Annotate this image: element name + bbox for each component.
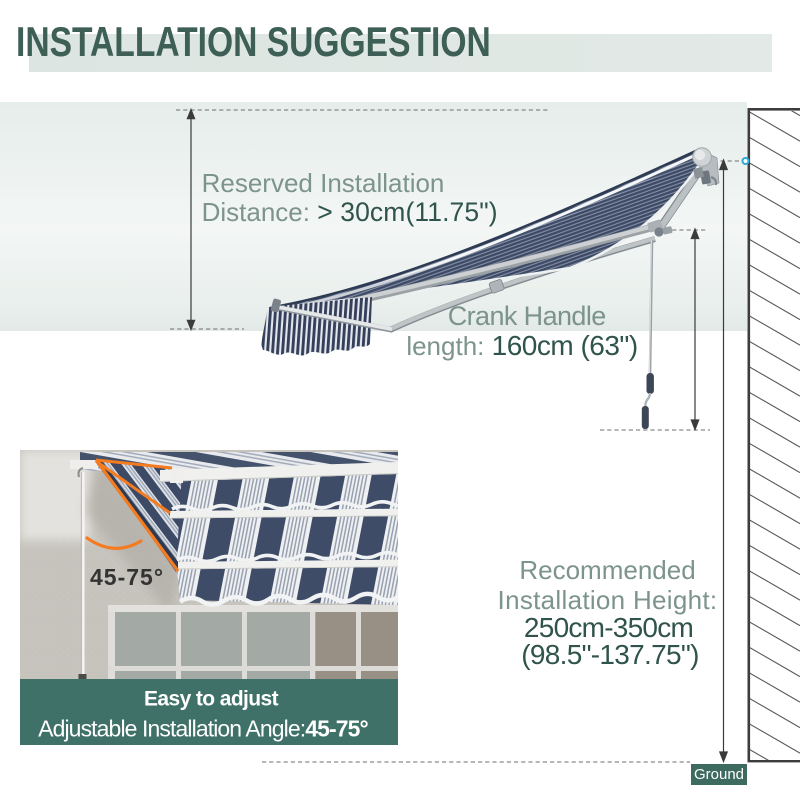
svg-text:Easy to adjust: Easy to adjust bbox=[144, 688, 279, 711]
svg-text:45-75°: 45-75° bbox=[90, 564, 164, 590]
svg-text:Adjustable Installation Angle:: Adjustable Installation Angle:45-75° bbox=[38, 716, 368, 742]
